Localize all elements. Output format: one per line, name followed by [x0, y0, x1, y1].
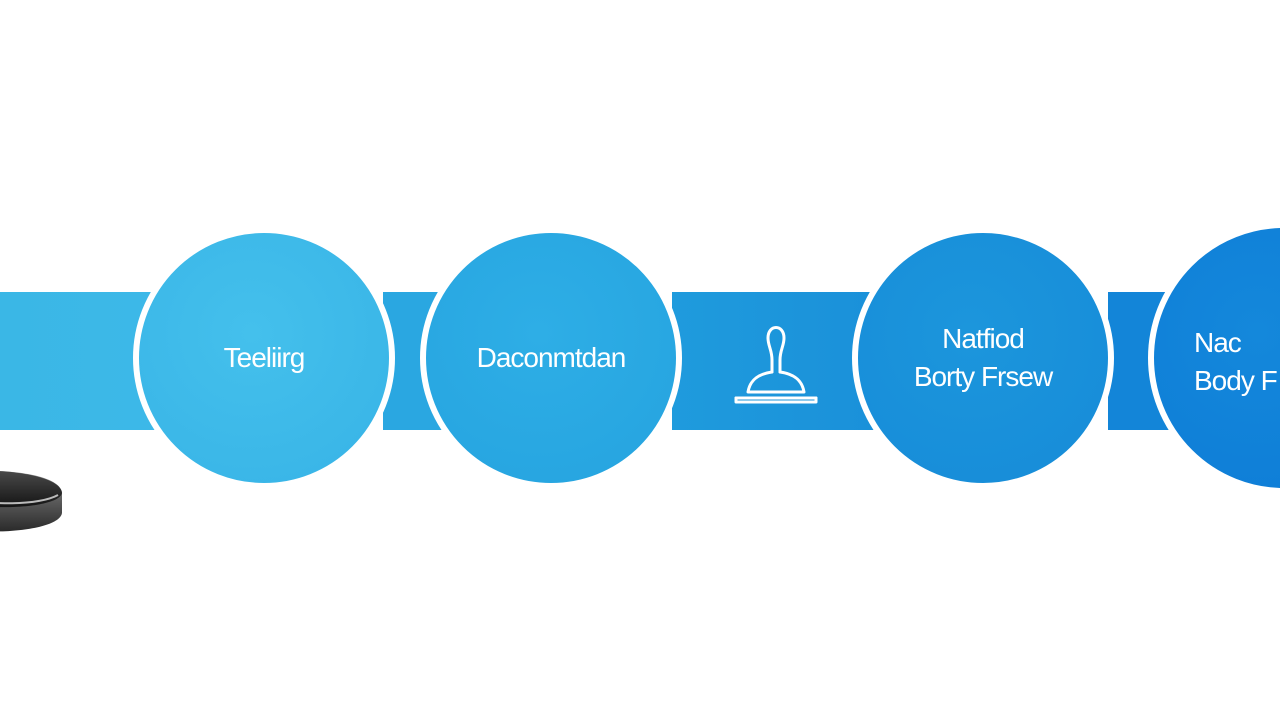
step-node-2-text: Daconmtdan [476, 339, 627, 377]
device-icon [0, 471, 62, 532]
stamp-icon [734, 326, 818, 404]
step-node-4-line-1: Nac [1194, 327, 1242, 358]
step-node-4-text: Nac Body F [1194, 324, 1278, 400]
step-node-2-label: Daconmtdan [476, 342, 627, 373]
step-node-3: Natfiod Borty Frsew [852, 227, 1114, 489]
connector-band-3 [672, 292, 882, 430]
step-node-1-label: Teeliirg [223, 342, 306, 373]
step-node-1-text: Teeliirg [223, 339, 306, 377]
step-node-4-line-2: Body F [1194, 365, 1278, 396]
step-node-2: Daconmtdan [420, 227, 682, 489]
step-node-1: Teeliirg [133, 227, 395, 489]
step-node-4: Nac Body F [1148, 222, 1280, 494]
step-node-3-line-2: Borty Frsew [913, 361, 1053, 392]
step-node-3-text: Natfiod Borty Frsew [913, 320, 1053, 396]
step-node-3-line-1: Natfiod [942, 323, 1025, 354]
